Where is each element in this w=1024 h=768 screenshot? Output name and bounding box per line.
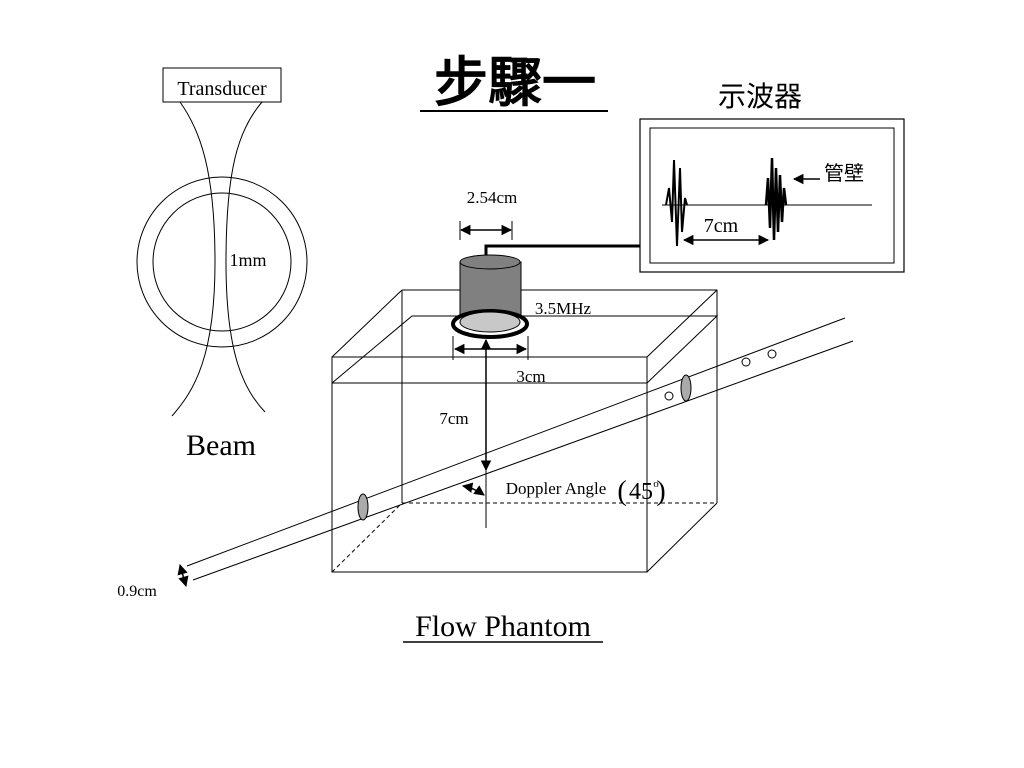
flow-particle [767,349,777,359]
focus-outer-ring [136,176,308,348]
transducer-box [162,67,282,103]
doppler-angle-arc [461,482,485,496]
probe: 2.54cm 3.5MHz 3cm [451,188,592,386]
transmit-pulse-waveform [665,159,688,247]
beam-right-edge [225,101,266,413]
wall-label: 管壁 [824,162,864,185]
page-title: 步驟一 [434,53,596,113]
angle-value: 45 [629,479,653,505]
beam-label: Beam [186,429,256,462]
oscilloscope: 示波器 管壁 7cm [639,81,905,273]
beam-left-edge [171,101,216,417]
tube-lower-wall [192,340,854,581]
tank-front-face [331,356,648,573]
doppler-angle-label: Doppler Angle [506,479,607,498]
oscilloscope-label: 示波器 [718,81,802,113]
focus-inner-ring [152,192,292,332]
echo-distance-label: 7cm [704,215,739,237]
tank-back-top-edge [402,289,718,503]
probe-face [459,311,521,333]
transducer-label: Transducer [177,78,267,100]
tube-diameter-arrow [177,563,189,588]
phantom-tank [331,289,719,573]
tube-cross-section-left [357,493,369,521]
depth-label: 7cm [439,409,468,428]
wall-echo-waveform [764,157,788,241]
tube-diameter-label: 0.9cm [117,583,157,600]
frequency-label: 3.5MHz [535,299,592,318]
tube-upper-wall [186,317,846,567]
angle-degree-symbol: o [653,478,659,490]
tank-bottom-left-edge [331,502,403,573]
tank-top-right-edge [646,289,718,358]
beam-panel: Transducer 1mm Beam [136,67,308,462]
tube-cross-section-right [680,374,692,402]
flow-particle [741,357,751,367]
beam-focus-label: 1mm [229,250,266,270]
phantom-label: Flow Phantom [415,610,591,643]
tank-top-left-edge [331,289,403,358]
probe-diameter-label: 2.54cm [467,188,518,207]
tank-bottom-right-edge [646,502,718,573]
face-width-label: 3cm [516,367,545,386]
flow-tube: 0.9cm [117,317,854,600]
angle-open-paren: ( [617,476,626,507]
angle-close-paren: ) [656,476,665,507]
water-surface [331,315,719,384]
probe-body-top [459,254,521,270]
flow-particle [664,391,674,401]
